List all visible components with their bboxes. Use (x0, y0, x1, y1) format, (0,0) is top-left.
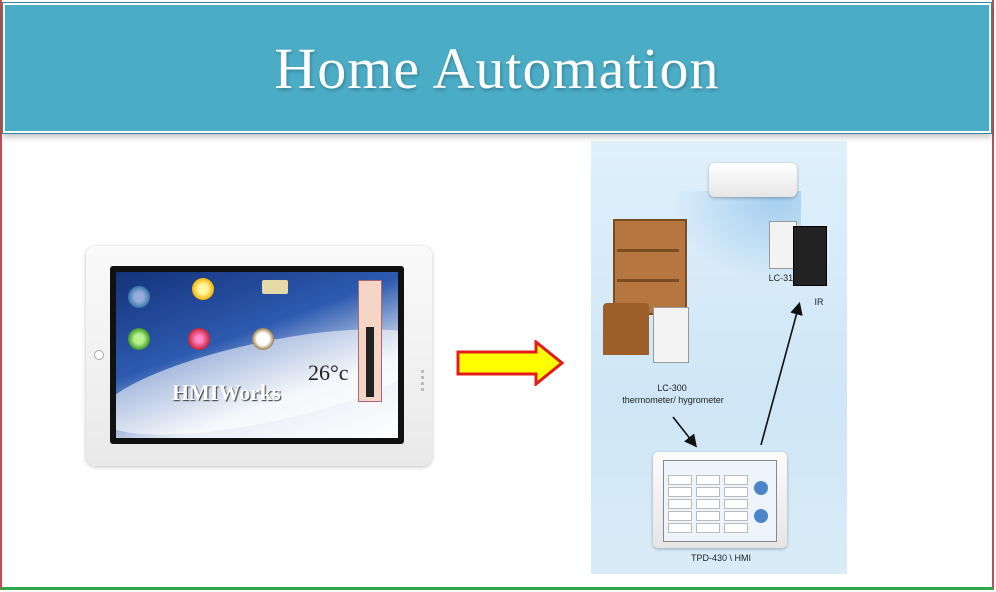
title-bar: Home Automation (3, 3, 991, 133)
lc311-label: LC-311 (768, 273, 798, 283)
ir-label: IR (814, 297, 824, 307)
bookshelf-image (613, 219, 687, 315)
tpd430-screen (663, 460, 777, 542)
home-automation-diagram: LC-311 IR LC-300 thermometer/ hygrometer (591, 141, 847, 574)
lc300-description: thermometer/ hygrometer (622, 395, 724, 405)
air-conditioner-image (709, 163, 797, 197)
clock-icon (252, 328, 274, 350)
tpd430-label: TPD-430 \ HMI (690, 553, 751, 563)
page-title: Home Automation (274, 35, 720, 101)
lc300-label: LC-300 (657, 383, 687, 393)
arrow-right-icon (456, 340, 564, 386)
device-screen-content: HMIWorks 26°c (116, 272, 398, 438)
hmi-device-image: HMIWorks 26°c (86, 246, 432, 466)
screen-wave-graphic (116, 307, 398, 438)
star-scene-icon (128, 328, 150, 350)
scene-icon (188, 328, 210, 350)
hmiworks-brand-text: HMIWorks (172, 380, 281, 405)
device-vent (421, 370, 424, 394)
curtain-icon (262, 280, 288, 294)
tpd430-hmi-image (653, 452, 787, 548)
device-indicator-dot (94, 350, 104, 360)
ir-device-image (793, 226, 827, 286)
connection-arrows (672, 301, 803, 448)
light-bulb-icon (192, 278, 214, 300)
lc300-module-image (653, 307, 689, 363)
side-table-image (603, 303, 649, 355)
device-screen: HMIWorks 26°c (110, 266, 404, 444)
temperature-readout: 26°c (308, 360, 349, 385)
fan-icon (128, 286, 150, 308)
thermometer-bar (358, 280, 382, 402)
